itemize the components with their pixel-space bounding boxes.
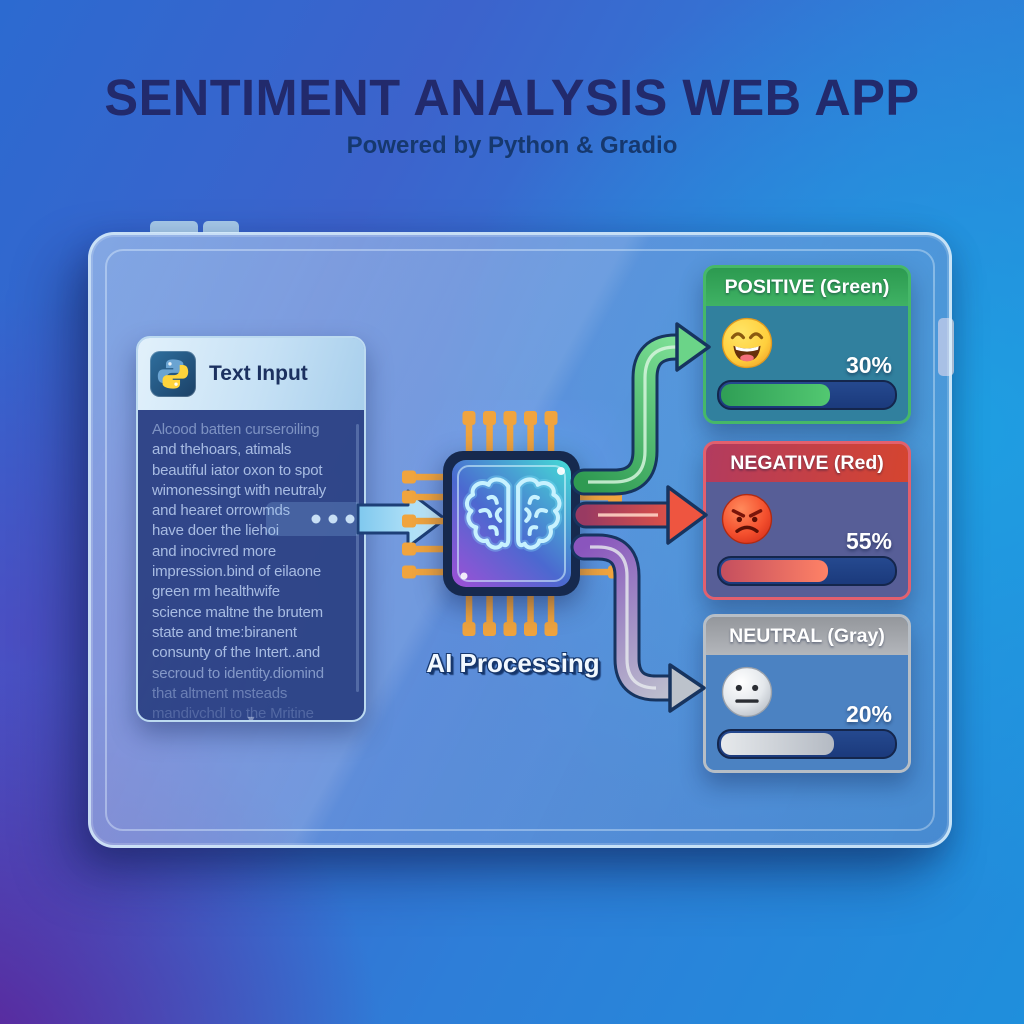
- tablet-top-button: [203, 221, 239, 233]
- text-line: have doer the liehoi: [152, 522, 279, 540]
- neutral-face-icon: [721, 666, 773, 718]
- text-input-body: Alcood batten curseroiling and thehoars, …: [152, 420, 364, 722]
- text-line: green rm healthwife: [152, 583, 280, 601]
- tablet-inner-outline: [105, 249, 935, 831]
- card-body-neutral: 20%: [706, 655, 908, 770]
- text-line: mandivchdl to the Mritine: [152, 705, 314, 722]
- card-body-negative: 55%: [706, 482, 908, 597]
- result-card-positive: POSITIVE (Green) 30%: [703, 265, 911, 424]
- text-line: and hearet orrowmds: [152, 502, 290, 520]
- percent-label-positive: 30%: [845, 352, 892, 378]
- progress-fill-positive: [721, 384, 831, 406]
- text-line: secroud to identity.diomind: [152, 664, 324, 682]
- tablet-top-button: [150, 221, 198, 233]
- progress-track-positive: [717, 380, 897, 410]
- card-header-positive: POSITIVE (Green): [706, 268, 908, 306]
- card-body-positive: 30%: [706, 306, 908, 421]
- text-line: and inocivred more: [152, 542, 276, 560]
- python-logo-icon: [150, 351, 196, 397]
- progress-track-neutral: [717, 729, 897, 759]
- text-line: beautiful iator oxon to spot: [152, 461, 323, 479]
- scrollbar: [356, 424, 359, 692]
- text-line: Alcood batten curseroiling: [152, 421, 320, 438]
- card-header-negative: NEGATIVE (Red): [706, 444, 908, 482]
- text-input-panel: Text Input Alcood batten curseroiling and…: [136, 336, 366, 722]
- card-header-neutral: NEUTRAL (Gray): [706, 617, 908, 655]
- text-line: that altment msteads: [152, 684, 288, 702]
- result-card-negative: NEGATIVE (Red) 55%: [703, 441, 911, 600]
- percent-label-neutral: 20%: [845, 701, 892, 727]
- progress-track-negative: [717, 556, 897, 586]
- progress-fill-neutral: [721, 733, 834, 755]
- angry-face-icon: [721, 493, 773, 545]
- ai-processing-label: AI Processing: [426, 648, 600, 678]
- text-line: consunty of the Intert..and: [152, 644, 321, 662]
- result-card-neutral: NEUTRAL (Gray) 20%: [703, 614, 911, 773]
- text-line: wimonessingt with neutraly: [152, 481, 327, 499]
- page-title: SENTIMENT ANALYSIS WEB APP: [104, 69, 920, 126]
- text-line: and thehoars, atimals: [152, 441, 292, 459]
- percent-label-negative: 55%: [845, 528, 892, 554]
- text-input-textarea: Alcood batten curseroiling and thehoars, …: [138, 410, 364, 722]
- progress-fill-negative: [721, 560, 829, 582]
- text-input-label: Text Input: [209, 362, 308, 385]
- text-line: science maltne the brutem: [152, 603, 323, 621]
- page-subtitle: Powered by Python & Gradio: [346, 132, 678, 159]
- text-input-header: Text Input: [138, 338, 364, 410]
- scroll-chevron-icon: ▾: [247, 711, 255, 722]
- text-line: state and tme:biranent: [152, 623, 297, 641]
- chip-glow: [396, 400, 630, 634]
- text-line: impression.bind of eilaone: [152, 563, 322, 581]
- happy-face-icon: [721, 317, 773, 369]
